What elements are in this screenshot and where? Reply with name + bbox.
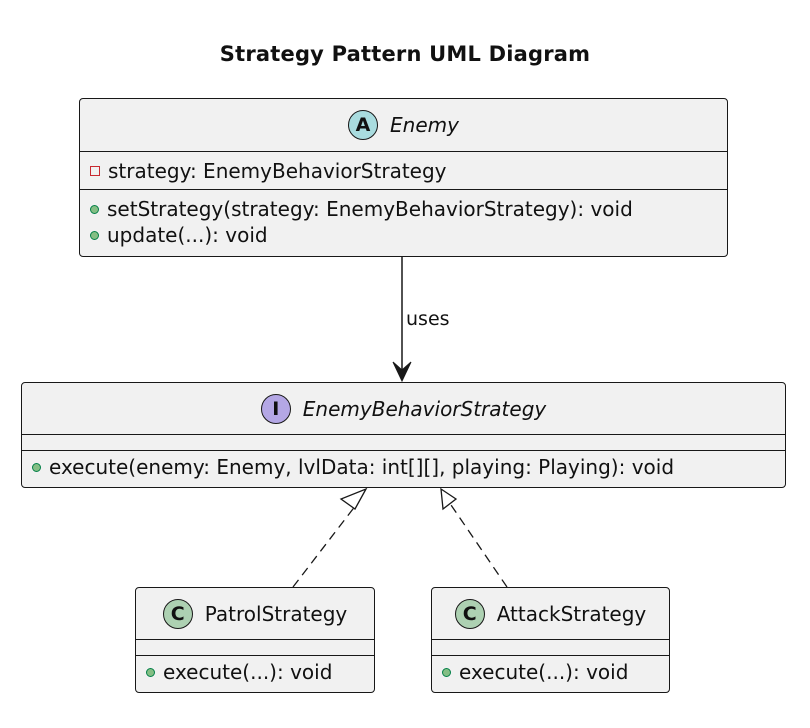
method-row: setStrategy(strategy: EnemyBehaviorStrat…	[90, 196, 717, 222]
field-text: strategy: EnemyBehaviorStrategy	[108, 159, 447, 183]
abstract-class-icon: A	[348, 110, 379, 140]
class-attack-header: C AttackStrategy	[432, 588, 669, 640]
class-patrol-fields	[136, 640, 374, 656]
interface-fields	[22, 435, 785, 451]
interface-enemy-behavior-strategy: I EnemyBehaviorStrategy execute(enemy: E…	[21, 382, 786, 488]
attack-realization-arrowhead	[440, 487, 458, 511]
public-visibility-icon	[146, 667, 155, 677]
method-row: update(...): void	[90, 222, 717, 248]
method-text: execute(enemy: Enemy, lvlData: int[][], …	[49, 455, 675, 479]
uses-relation-label: uses	[406, 308, 450, 330]
class-attack-methods: execute(...): void	[432, 656, 669, 685]
attack-realization-line	[450, 504, 508, 588]
class-attack-strategy: C AttackStrategy execute(...): void	[431, 587, 670, 693]
method-row: execute(...): void	[442, 659, 659, 685]
interface-name: EnemyBehaviorStrategy	[302, 396, 547, 421]
class-patrol-name: PatrolStrategy	[204, 601, 348, 626]
interface-methods: execute(enemy: Enemy, lvlData: int[][], …	[22, 451, 785, 480]
method-text: setStrategy(strategy: EnemyBehaviorStrat…	[107, 197, 633, 221]
diagram-title: Strategy Pattern UML Diagram	[219, 42, 591, 66]
class-patrol-strategy: C PatrolStrategy execute(...): void	[135, 587, 375, 693]
class-enemy: A Enemy strategy: EnemyBehaviorStrategy …	[79, 98, 728, 257]
method-row: execute(...): void	[146, 659, 364, 685]
class-icon: C	[162, 598, 193, 629]
public-visibility-icon	[90, 204, 99, 214]
interface-icon: I	[260, 393, 291, 424]
public-visibility-icon	[90, 230, 99, 240]
method-text: update(...): void	[107, 223, 268, 247]
field-row: strategy: EnemyBehaviorStrategy	[90, 158, 717, 184]
class-attack-name: AttackStrategy	[496, 601, 647, 626]
private-visibility-icon	[90, 166, 100, 176]
patrol-realization-arrowhead	[339, 487, 368, 510]
interface-header: I EnemyBehaviorStrategy	[22, 383, 785, 435]
public-visibility-icon	[32, 462, 41, 472]
class-attack-fields	[432, 640, 669, 656]
method-text: execute(...): void	[163, 660, 333, 684]
class-icon: C	[454, 598, 485, 629]
class-enemy-methods: setStrategy(strategy: EnemyBehaviorStrat…	[80, 190, 727, 248]
patrol-realization-line	[292, 504, 357, 588]
public-visibility-icon	[442, 667, 451, 677]
class-enemy-header: A Enemy	[80, 99, 727, 152]
uses-arrowhead	[392, 361, 412, 383]
method-row: execute(enemy: Enemy, lvlData: int[][], …	[32, 454, 775, 480]
class-patrol-header: C PatrolStrategy	[136, 588, 374, 640]
method-text: execute(...): void	[459, 660, 629, 684]
class-patrol-methods: execute(...): void	[136, 656, 374, 685]
class-enemy-name: Enemy	[390, 113, 459, 137]
class-enemy-fields: strategy: EnemyBehaviorStrategy	[80, 152, 727, 190]
